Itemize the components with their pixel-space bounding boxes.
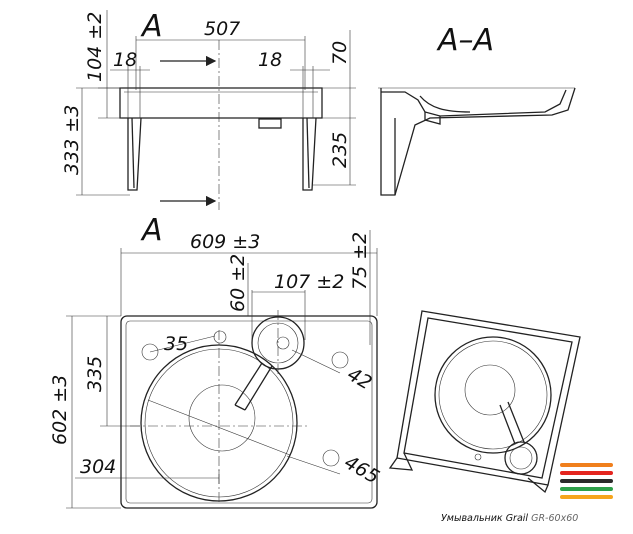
- section-mark-bottom: A: [140, 213, 163, 248]
- stripe-5: [560, 495, 613, 499]
- dim-75: 75 ±2: [349, 232, 371, 290]
- dim-107: 107 ±2: [274, 271, 344, 293]
- dim-333: 333 ±3: [61, 105, 83, 175]
- perspective-view: [388, 310, 581, 494]
- dim-235: 235: [329, 132, 351, 168]
- stripe-1: [560, 463, 613, 467]
- dim-609: 609 ±3: [190, 231, 260, 253]
- dim-304: 304: [80, 456, 116, 478]
- dim-70: 70: [329, 41, 351, 65]
- caption-model: GR-60x60: [531, 513, 578, 524]
- caption: Умывальник Grail GR-60x60: [441, 513, 578, 524]
- dim-60: 60 ±2: [227, 254, 249, 312]
- dim-104: 104 ±2: [84, 12, 106, 82]
- section-view: [378, 87, 576, 196]
- top-view: [66, 230, 378, 509]
- stripe-4: [560, 487, 613, 491]
- front-view: [76, 10, 356, 210]
- stripe-2: [560, 471, 613, 475]
- dim-35: 35: [164, 333, 188, 355]
- dim-335: 335: [84, 356, 106, 392]
- dim-18-right: 18: [258, 49, 282, 71]
- dim-42: 42: [344, 363, 376, 394]
- dim-507: 507: [204, 18, 240, 40]
- caption-name: Умывальник Grail: [441, 513, 528, 524]
- brand-stripes: [560, 463, 613, 499]
- dim-18-left: 18: [113, 49, 137, 71]
- stripe-3: [560, 479, 613, 483]
- section-title: A–A: [436, 23, 494, 58]
- dim-602: 602 ±3: [49, 375, 71, 445]
- section-mark-top: A: [140, 9, 163, 44]
